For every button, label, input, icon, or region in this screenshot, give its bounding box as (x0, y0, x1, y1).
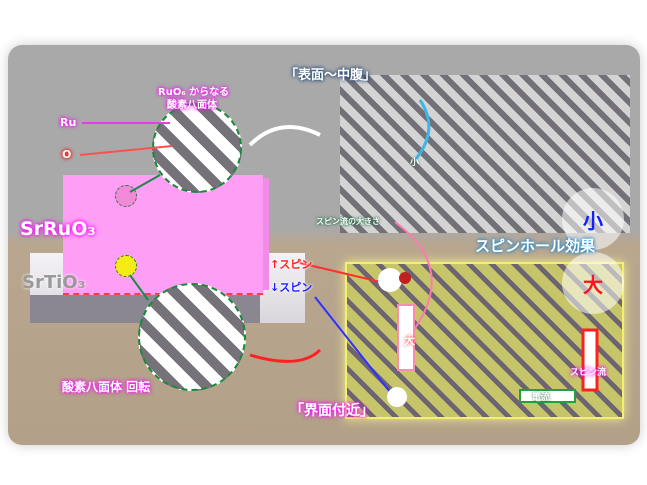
zoom-arrow-bottom (129, 274, 149, 301)
up-spin-pointer (299, 262, 386, 284)
o-label: O (62, 148, 72, 161)
srruo3-film-side (263, 178, 269, 290)
interface-marker (115, 255, 137, 277)
down-spin-label: ↓スピン (270, 281, 313, 294)
large-arrow-curve (394, 221, 433, 336)
curved-arrow-white (248, 125, 321, 147)
octahedron-zoom-rotated (138, 283, 246, 391)
spin-current-arrow (581, 328, 599, 392)
srtio3-label: SrTiO₃ (22, 272, 86, 293)
spin-hall-effect-label: スピンホール効果 (475, 237, 596, 255)
srruo3-film (63, 175, 263, 295)
interface-region-label: 「界面付近」 (290, 403, 374, 419)
small-arrow-curve (413, 99, 431, 161)
octahedron-title-line1: RuO₆ からなる (158, 87, 230, 98)
rotation-label: 酸素八面体 回転 (62, 380, 151, 394)
srruo3-label: SrRuO₃ (20, 218, 96, 240)
large-up-arrow (397, 304, 415, 371)
o-pointer (79, 145, 173, 156)
large-arrow-label: 大 (404, 334, 415, 347)
octahedron-title-line2: 酸素八面体 (167, 100, 217, 111)
spin-current-label: スピン流 (570, 368, 607, 378)
spin-current-magnitude-label: スピン流の大きさ (316, 217, 380, 226)
ru-label: Ru (60, 116, 77, 129)
zoom-arrow-top (129, 174, 161, 193)
small-effect-bubble: 小 (562, 188, 624, 250)
current-label: 電流 (532, 393, 551, 403)
curved-arrow-red (249, 348, 322, 363)
down-spin-pointer (314, 296, 391, 393)
current-arrow (519, 389, 576, 403)
large-effect-bubble: 大 (562, 252, 624, 314)
small-arrow-label: 小 (410, 158, 420, 168)
octahedron-zoom-top (152, 103, 242, 193)
up-spin-label: ↑スピン (270, 258, 313, 271)
surface-region-label: 「表面〜中腹」 (285, 68, 377, 83)
